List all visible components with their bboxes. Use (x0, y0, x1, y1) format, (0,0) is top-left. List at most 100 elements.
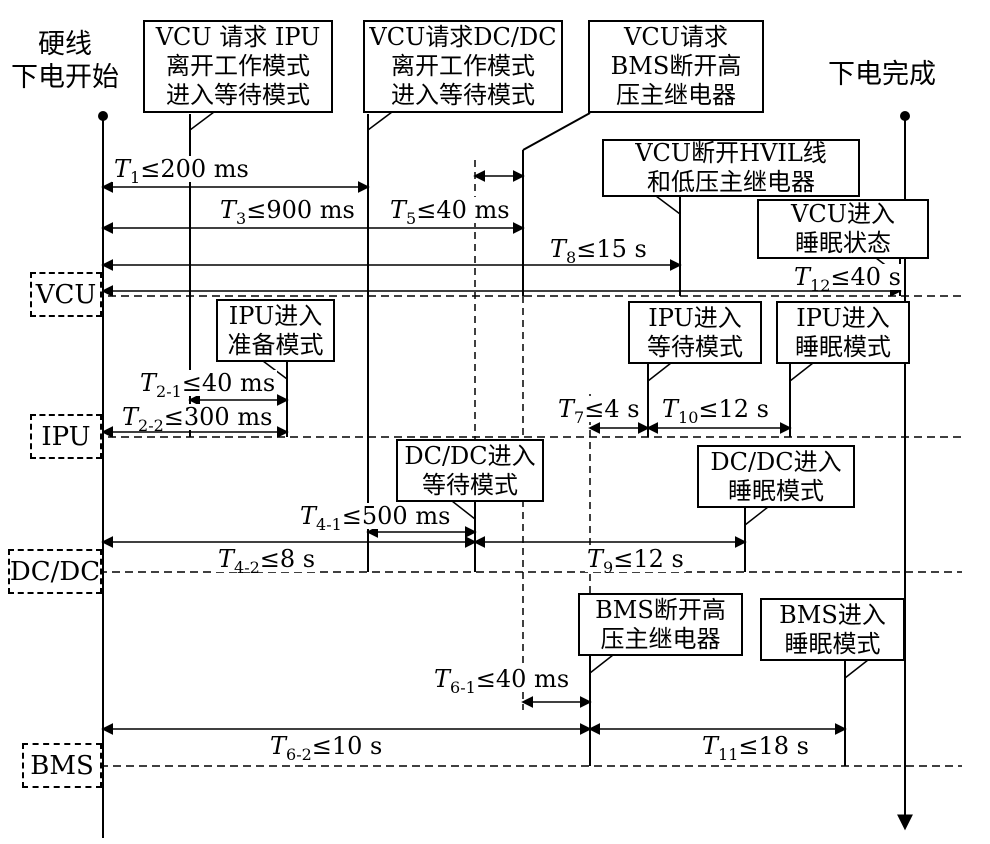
event-box-ipu-wait: IPU进入 等待模式 (628, 301, 762, 364)
timing-subscript: 2-1 (156, 381, 182, 401)
timing-label-t9: T9≤12 s (585, 545, 686, 575)
timing-label-t4-2: T4-2≤8 s (216, 545, 318, 575)
event-box-dcdc-wait: DC/DC进入 等待模式 (396, 439, 544, 502)
timing-subscript: 4-1 (316, 514, 342, 534)
event-box-text-line: BMS断开高 (610, 52, 742, 80)
vcu-request-bms-tail-line (522, 112, 591, 151)
timing-value: ≤15 s (576, 235, 647, 263)
event-box-text-line: VCU进入 (791, 200, 895, 228)
timing-label-t7: T7≤4 s (556, 395, 642, 425)
event-box-text-line: BMS断开高 (595, 595, 726, 624)
timing-value: ≤900 ms (246, 196, 355, 224)
end-label: 下电完成 (828, 59, 936, 90)
event-box-text-line: IPU进入 (648, 303, 742, 332)
timing-label-t2-2: T2-2≤300 ms (120, 403, 275, 433)
timing-symbol: T (270, 732, 287, 760)
event-box-text-line: 等待模式 (422, 470, 518, 499)
timing-value: ≤500 ms (341, 502, 451, 530)
event-box-text-line: 睡眠模式 (728, 476, 824, 505)
event-box-text-line: 和低压主继电器 (647, 168, 815, 196)
timing-arrows (101, 170, 902, 735)
lane-lines (8, 295, 962, 767)
event-box-text-line: DC/DC进入 (710, 447, 842, 476)
timing-subscript: 9 (603, 557, 614, 577)
lane-label-dcdc: DC/DC (8, 549, 102, 594)
event-box-ipu-sleep: IPU进入 睡眠模式 (776, 301, 910, 364)
timing-label-t10: T10≤12 s (660, 395, 771, 425)
timing-symbol: T (220, 196, 237, 224)
timing-value: ≤40 ms (475, 665, 570, 693)
lane-label-vcu: VCU (30, 272, 102, 317)
timing-symbol: T (300, 502, 317, 530)
event-box-text-line: 进入等待模式 (166, 81, 310, 109)
end-axis-dot (900, 111, 910, 121)
timing-symbol: T (122, 403, 139, 431)
event-box-vcu-request-dcdc: VCU请求DC/DC 离开工作模式 进入等待模式 (363, 20, 563, 113)
timing-subscript: 11 (718, 744, 739, 764)
timing-symbol: T (558, 395, 575, 423)
timing-value: ≤4 s (584, 395, 640, 423)
event-box-text-line: 离开工作模式 (166, 52, 310, 80)
timing-value: ≤40 ms (416, 196, 510, 224)
event-box-vcu-request-bms: VCU请求 BMS断开高 压主继电器 (588, 20, 764, 113)
lane-label-ipu: IPU (30, 414, 102, 459)
timing-value: ≤40 ms (181, 369, 276, 397)
start-label: 硬线 下电开始 (6, 28, 124, 94)
event-box-text-line: 压主继电器 (616, 81, 736, 109)
timing-symbol: T (140, 369, 157, 397)
event-box-text-line: 离开工作模式 (391, 52, 535, 80)
timing-label-t4-1: T4-1≤500 ms (298, 502, 453, 532)
timing-value: ≤12 s (698, 395, 769, 423)
event-box-text-line: 准备模式 (227, 330, 324, 359)
timing-value: ≤200 ms (140, 155, 249, 183)
timing-value: ≤8 s (259, 545, 316, 573)
event-box-bms-relay: BMS断开高 压主继电器 (578, 593, 743, 656)
event-box-text-line: 进入等待模式 (391, 81, 535, 109)
event-box-text-line: VCU请求 (624, 23, 728, 51)
start-label-line1: 硬线 (38, 29, 92, 60)
start-axis-dot (98, 111, 108, 121)
timing-symbol: T (218, 545, 235, 573)
timing-value: ≤10 s (311, 732, 383, 760)
event-box-bms-sleep: BMS进入 睡眠模式 (760, 598, 905, 661)
timing-label-t5: T5≤40 ms (388, 196, 512, 226)
timing-subscript: 6-1 (450, 677, 476, 697)
event-box-dcdc-sleep: DC/DC进入 睡眠模式 (697, 445, 855, 508)
timing-symbol: T (587, 545, 604, 573)
timing-subscript: 4-2 (234, 557, 260, 577)
callout-tails (189, 111, 901, 679)
event-box-vcu-request-ipu: VCU 请求 IPU 离开工作模式 进入等待模式 (143, 20, 333, 113)
timing-label-t6-2: T6-2≤10 s (268, 732, 385, 762)
timing-symbol: T (662, 395, 679, 423)
event-box-text-line: 睡眠状态 (795, 229, 891, 257)
timing-label-t3: T3≤900 ms (218, 196, 357, 226)
timing-label-t8: T8≤15 s (548, 235, 649, 265)
timing-subscript: 2-2 (138, 415, 164, 435)
timing-value: ≤12 s (613, 545, 684, 573)
event-box-text-line: VCU断开HVIL线 (635, 139, 827, 167)
event-box-text-line: IPU进入 (228, 301, 323, 330)
timing-subscript: 1 (130, 167, 141, 187)
timing-label-t12: T12≤40 s (792, 263, 903, 293)
timing-label-t11: T11≤18 s (700, 733, 811, 762)
start-label-line2: 下电开始 (11, 62, 119, 93)
timing-subscript: 8 (566, 247, 577, 267)
timing-subscript: 7 (574, 407, 585, 427)
timing-symbol: T (550, 235, 567, 263)
event-box-vcu-sleep: VCU进入 睡眠状态 (757, 199, 929, 259)
event-box-text-line: VCU 请求 IPU (155, 23, 321, 51)
event-box-text-line: VCU请求DC/DC (369, 23, 557, 51)
timing-value: ≤40 s (830, 263, 901, 291)
timing-subscript: 3 (236, 208, 247, 228)
event-box-text-line: 睡眠模式 (784, 629, 881, 658)
event-box-text-line: IPU进入 (796, 303, 890, 332)
axis-start-dots (98, 111, 910, 121)
event-box-text-line: 压主继电器 (600, 624, 721, 653)
timing-symbol: T (794, 263, 811, 291)
timing-label-t2-1: T2-1≤40 ms (138, 369, 278, 399)
timing-subscript: 5 (406, 208, 417, 228)
timing-subscript: 12 (810, 275, 831, 295)
event-box-vcu-hvil: VCU断开HVIL线 和低压主继电器 (602, 139, 860, 197)
